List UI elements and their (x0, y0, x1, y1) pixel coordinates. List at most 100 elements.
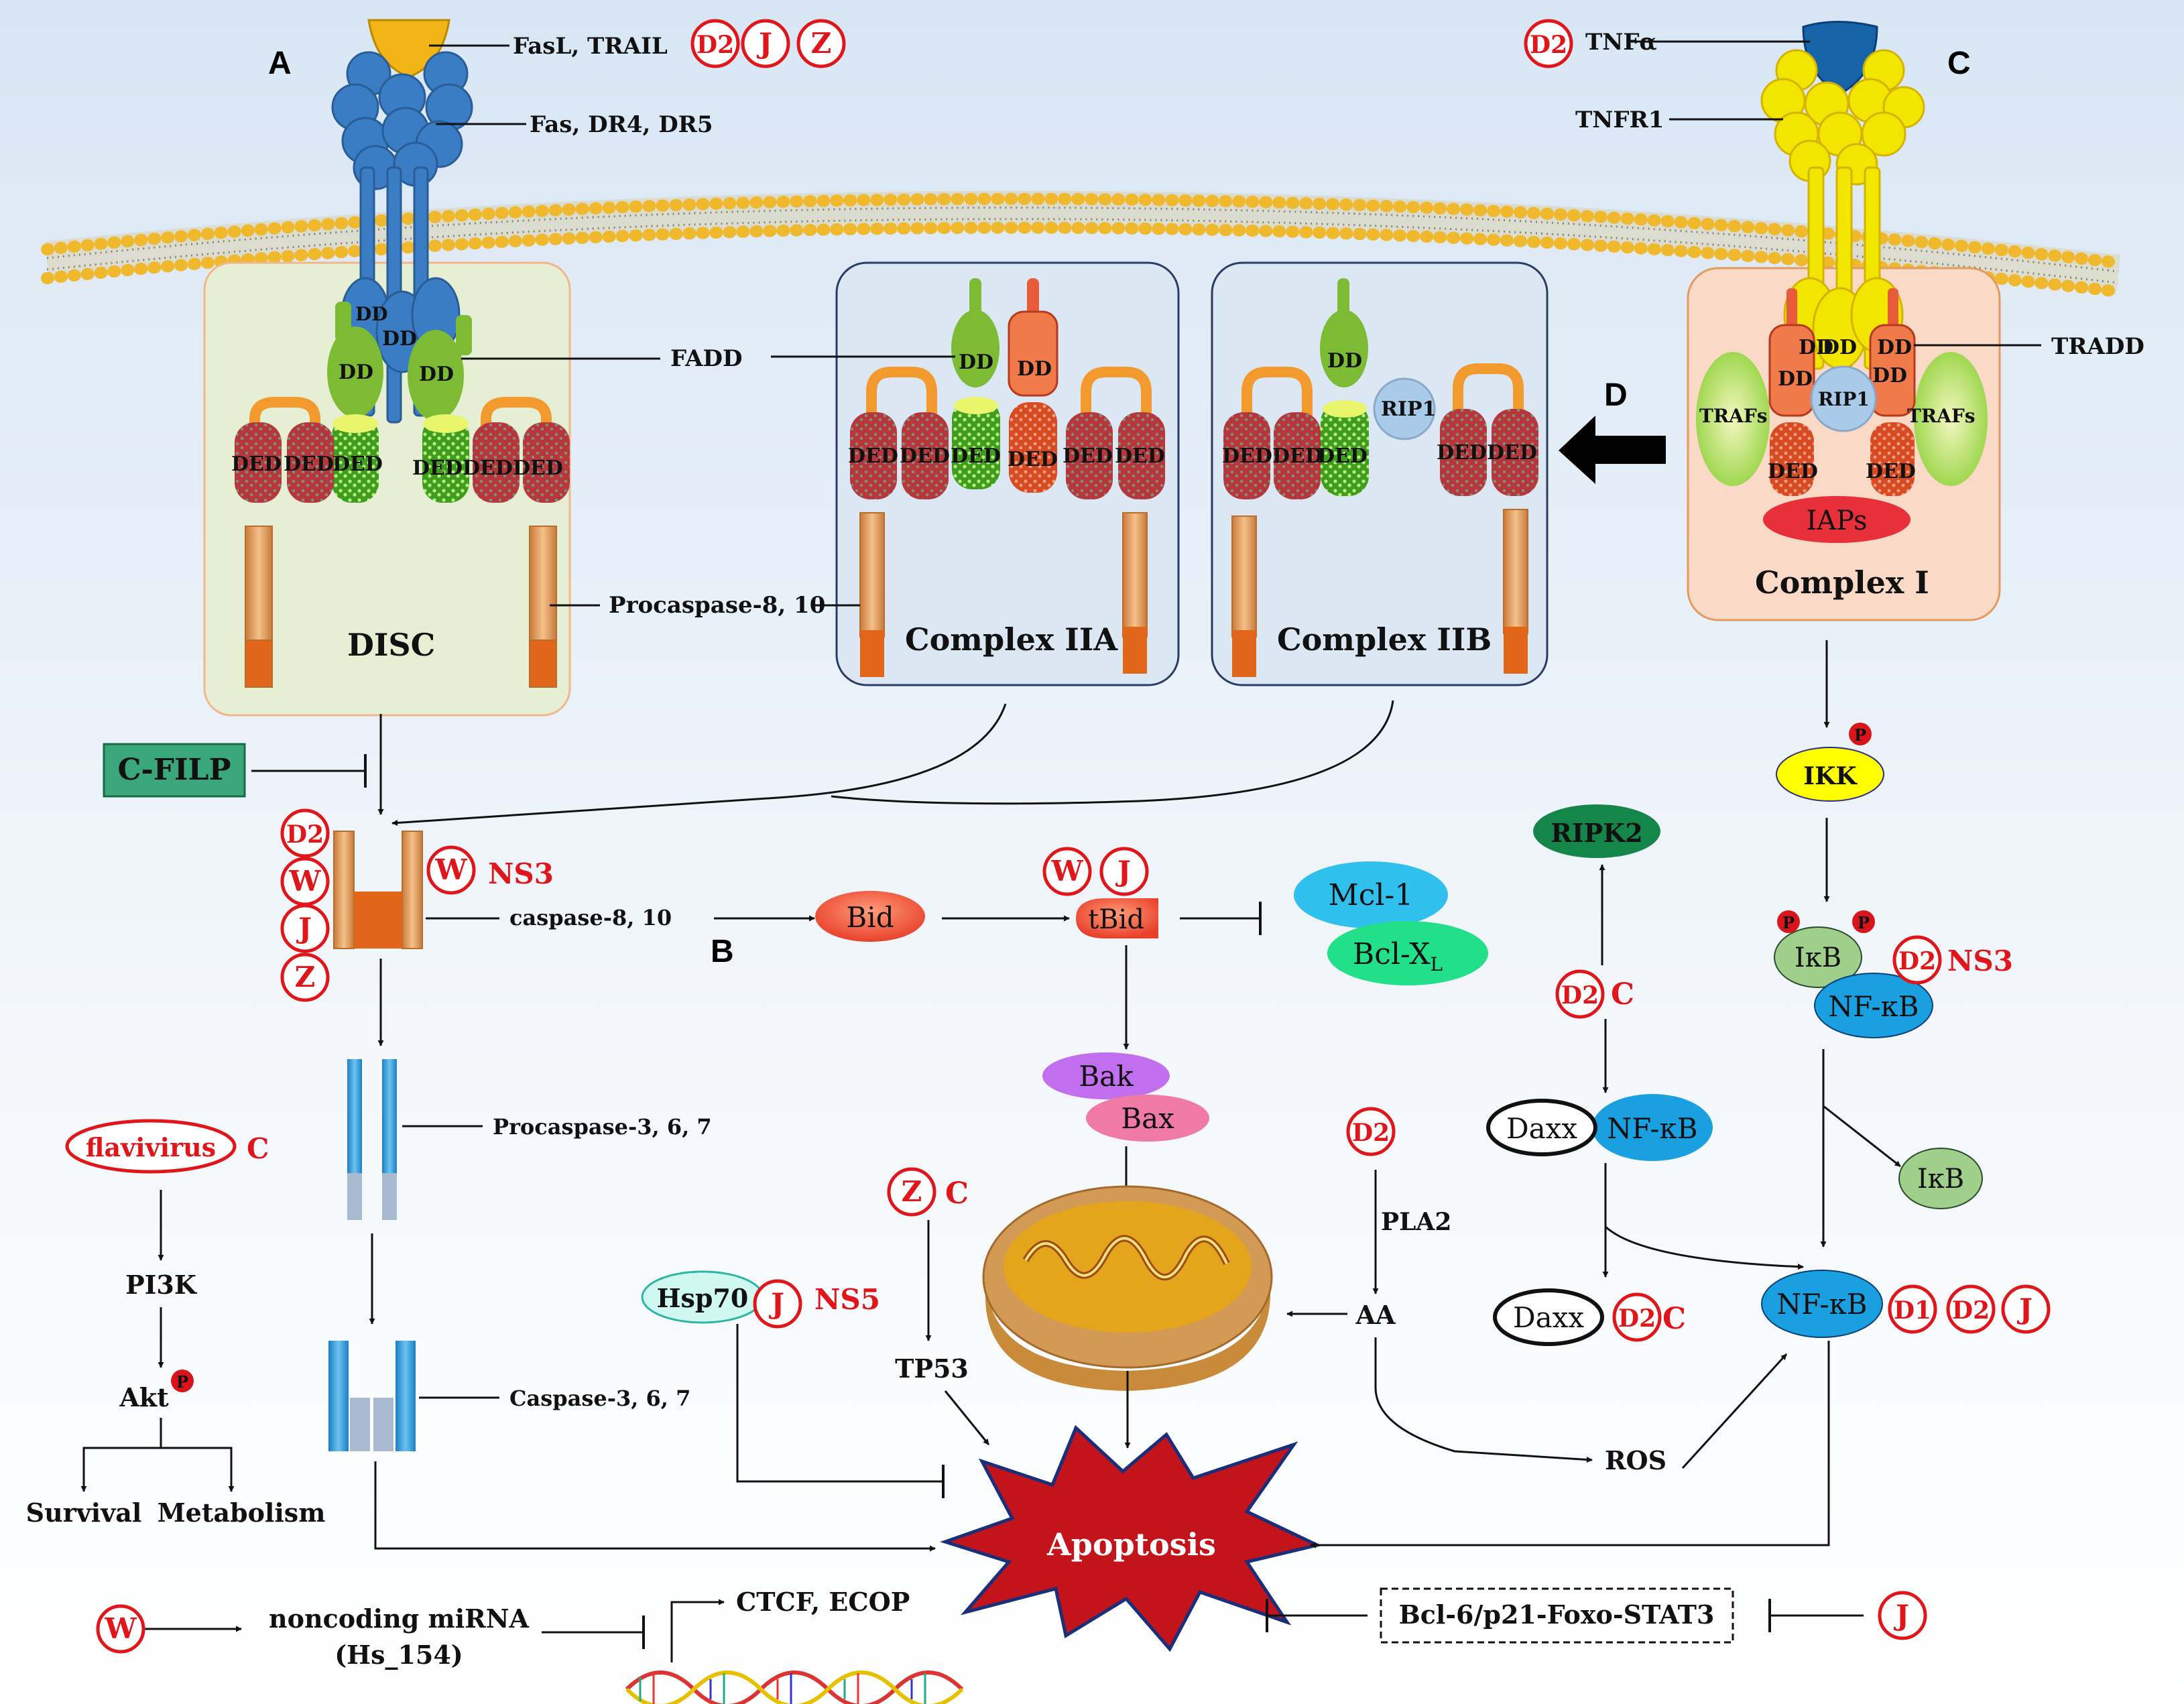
svg-text:DED: DED (951, 444, 1001, 468)
p-badge (171, 1370, 194, 1392)
svg-text:B: B (711, 934, 734, 969)
dd-label: DD (355, 303, 388, 325)
svg-text:DED: DED (1866, 460, 1916, 483)
c-marker: C (247, 1132, 269, 1165)
svg-text:NF-κB: NF-κB (1828, 990, 1919, 1023)
ikk (1776, 747, 1884, 802)
svg-text:Procaspase-8, 10: Procaspase-8, 10 (609, 592, 825, 619)
svg-text:IKK: IKK (1803, 762, 1858, 790)
caspase-8-icon (333, 831, 423, 949)
j-marker: J (1878, 1591, 1927, 1640)
svg-text:noncoding miRNA: noncoding miRNA (269, 1603, 529, 1634)
dd-label: DD (419, 363, 454, 386)
d2-marker: D2 (1346, 1107, 1396, 1156)
svg-text:J: J (296, 912, 312, 945)
svg-text:D2: D2 (1952, 1296, 1990, 1325)
svg-text:DD: DD (1799, 336, 1833, 359)
dd-label: DD (382, 327, 417, 351)
d2-marker: D2 (280, 808, 330, 858)
svg-text:ROS: ROS (1605, 1445, 1666, 1475)
svg-text:D2: D2 (1618, 1304, 1656, 1333)
svg-text:D2: D2 (1898, 947, 1936, 975)
svg-text:DED: DED (1272, 444, 1323, 468)
svg-text:DED: DED (1487, 441, 1537, 465)
caspase-8-label: caspase-8, 10 (509, 905, 672, 930)
svg-text:RIP1: RIP1 (1381, 398, 1436, 421)
svg-text:PLA2: PLA2 (1381, 1208, 1451, 1236)
svg-text:W: W (1050, 855, 1083, 888)
svg-text:Bak: Bak (1079, 1060, 1134, 1093)
svg-text:Survival: Survival (26, 1498, 142, 1528)
d2-marker: D2 (690, 19, 740, 68)
iaps (1763, 496, 1910, 543)
nfkb-daxx (1592, 1094, 1713, 1161)
svg-text:DED: DED (284, 452, 334, 476)
svg-text:P: P (1858, 913, 1870, 932)
d1-marker: D1 (1888, 1284, 1937, 1334)
bcl-xl (1327, 921, 1488, 985)
complex-iia-label: Complex IIA (905, 621, 1118, 658)
svg-text:TNFα: TNFα (1585, 29, 1657, 56)
d-arrow (1559, 416, 1666, 484)
complex-iib-label: Complex IIB (1277, 621, 1492, 658)
svg-text:DED: DED (1768, 460, 1818, 483)
svg-text:DED: DED (900, 444, 950, 468)
c-marker: C (1662, 1302, 1686, 1336)
svg-text:DED: DED (412, 457, 463, 480)
ripk2 (1533, 804, 1660, 858)
rip1-complex-i (1810, 365, 1877, 432)
svg-text:IκB: IκB (1917, 1164, 1964, 1195)
d2-marker: D2 (1555, 969, 1605, 1019)
j-marker: J (753, 1279, 802, 1329)
svg-text:NF-κB: NF-κB (1607, 1112, 1697, 1145)
svg-text:(Hs_154): (Hs_154) (335, 1640, 463, 1670)
svg-text:Hsp70: Hsp70 (657, 1283, 749, 1313)
svg-text:Metabolism: Metabolism (158, 1498, 326, 1528)
w-marker: W (1042, 847, 1092, 896)
svg-text:Daxx: Daxx (1513, 1301, 1584, 1334)
caspase-3-icon (328, 1341, 416, 1451)
svg-text:J: J (1115, 855, 1131, 888)
w-marker: W (426, 845, 476, 895)
svg-text:NS3: NS3 (1947, 945, 2013, 977)
svg-text:D2: D2 (286, 820, 324, 849)
svg-text:DED: DED (332, 452, 383, 476)
mcl-1 (1294, 861, 1448, 928)
svg-text:P: P (1854, 725, 1866, 745)
d2-marker: D2 (1892, 935, 1942, 985)
z-marker: Z (280, 953, 330, 1002)
bid (815, 891, 925, 942)
c-marker: C (945, 1176, 969, 1211)
j-marker: J (741, 19, 790, 68)
svg-text:Akt: Akt (119, 1382, 169, 1412)
z-marker: Z (796, 19, 846, 68)
z-marker: Z (887, 1167, 936, 1217)
svg-text:DED: DED (1063, 444, 1113, 468)
svg-text:Bcl-XL: Bcl-XL (1353, 937, 1443, 975)
svg-text:TNFR1: TNFR1 (1575, 107, 1664, 133)
c-filp-label: C-FILP (117, 753, 231, 787)
svg-text:Z: Z (811, 27, 832, 60)
daxx-1 (1486, 1099, 1597, 1156)
svg-text:D2: D2 (696, 31, 734, 59)
apoptosis-label: Apoptosis (1046, 1526, 1216, 1563)
tbid-label: tBid (1088, 904, 1144, 935)
ikb-complex (1774, 926, 1862, 988)
tbid (1076, 898, 1158, 938)
disc-procaspase-right (473, 397, 570, 688)
trafs-right (1914, 352, 1988, 486)
svg-text:Procaspase-3, 6, 7: Procaspase-3, 6, 7 (493, 1114, 712, 1140)
p-badge (1852, 910, 1875, 933)
mitochondrion (982, 1185, 1273, 1391)
procaspase-3-icon (347, 1059, 397, 1220)
bax (1086, 1095, 1209, 1142)
svg-text:TRAFs: TRAFs (1907, 405, 1975, 427)
svg-text:Z: Z (902, 1175, 922, 1208)
svg-text:DD: DD (1872, 364, 1907, 387)
complex-iib-ded-labels: DED DED DED DED DED (1222, 441, 1537, 468)
d2-marker: D2 (1946, 1284, 1996, 1334)
svg-text:RIP1: RIP1 (1818, 388, 1870, 410)
svg-text:RIPK2: RIPK2 (1551, 818, 1642, 848)
svg-text:D: D (1604, 377, 1628, 413)
